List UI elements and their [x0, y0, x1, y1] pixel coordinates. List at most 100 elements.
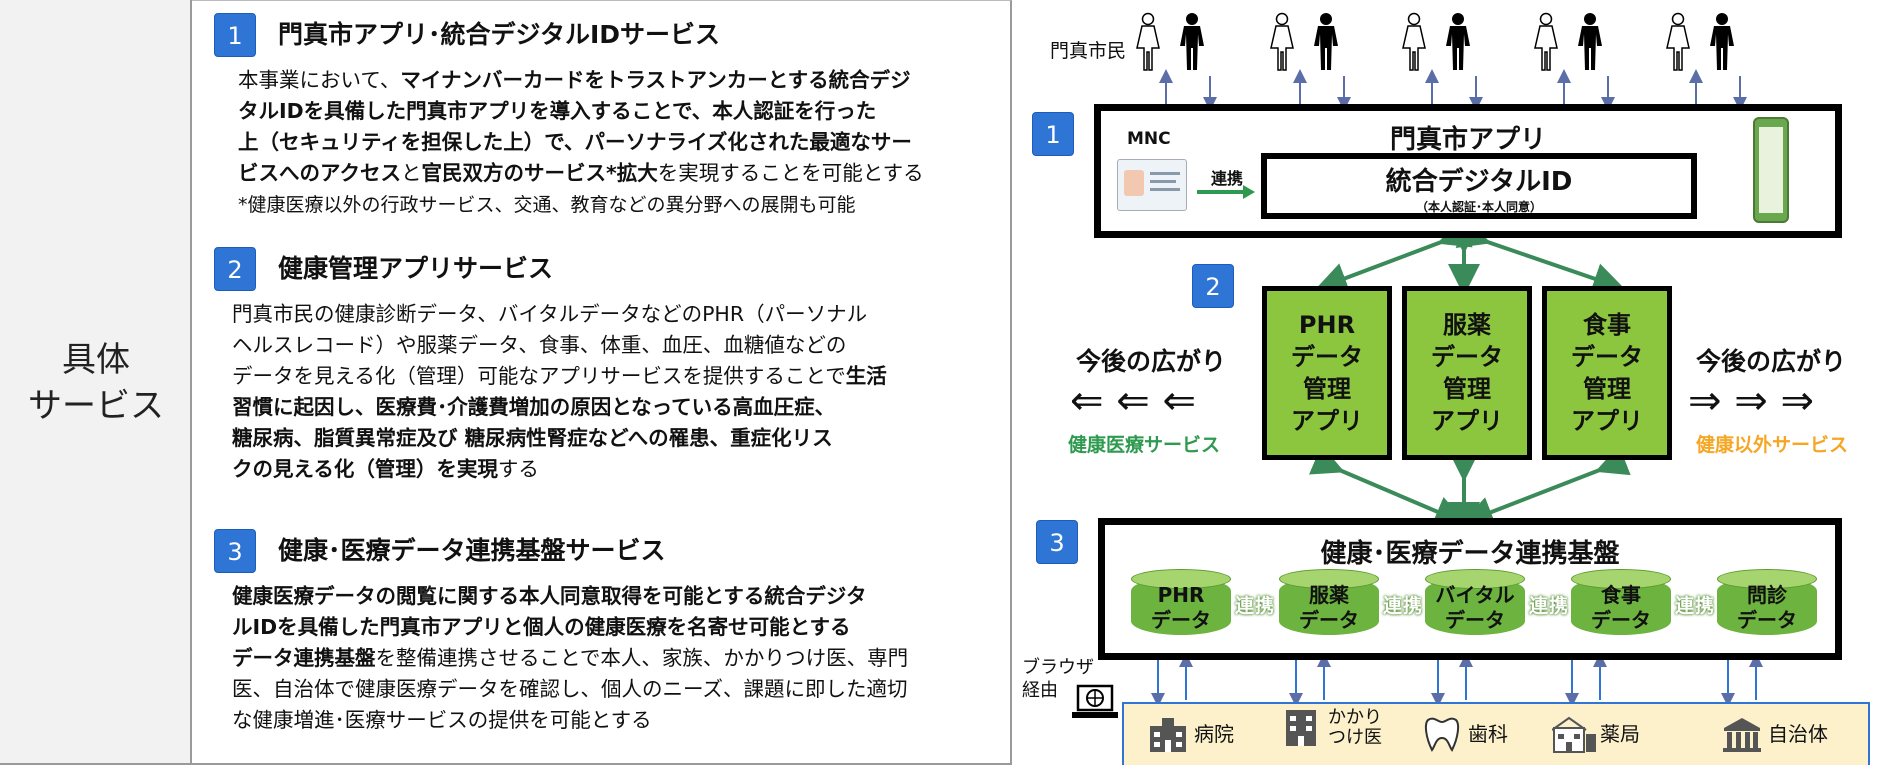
- section-1-line: *健康医療以外の行政サービス、交通、教育などの異分野への展開も可能: [238, 189, 1008, 221]
- facility-label-line: かかり: [1328, 707, 1382, 728]
- man-icon: [1314, 13, 1338, 70]
- right-future-subtitle: 健康以外サービス: [1696, 434, 1849, 456]
- integrated-digital-id-title: 統合デジタルID: [1385, 167, 1573, 197]
- text-segment: タルIDを具備した門真市アプリを導入することで、本人認証を行った: [238, 99, 877, 123]
- app-box-label: 管理: [1583, 375, 1631, 403]
- data-cylinder-5: 問診データ: [1717, 569, 1817, 641]
- facility-label: 薬局: [1600, 722, 1640, 746]
- left-future-subtitle: 健康医療サービス: [1068, 434, 1221, 456]
- smartphone-app-icon: [1753, 117, 1789, 223]
- app-box-label: PHR: [1298, 311, 1356, 339]
- app-box-label: アプリ: [1431, 407, 1503, 435]
- diagram-box3-number: 3: [1036, 520, 1078, 564]
- section-2-title: 健康管理アプリサービス: [278, 254, 554, 283]
- section-1-number: 1: [214, 13, 256, 57]
- diagram-box2-number: 2: [1192, 264, 1234, 308]
- tooth-icon: [1424, 717, 1460, 752]
- section-2-number: 2: [214, 247, 256, 291]
- text-segment: を整備連携させることで本人、家族、かかりつけ医、専門: [375, 646, 909, 670]
- man-icon: [1710, 13, 1734, 70]
- browser-label-line2: 経由: [1022, 680, 1058, 701]
- section-3-line: ルIDを具備した門真市アプリと個人の健康医療を名寄せ可能とする: [232, 612, 1007, 643]
- section-2-line: データを見える化（管理）可能なアプリサービスを提供することで生活: [232, 361, 1007, 392]
- text-segment: 生活: [845, 364, 887, 388]
- section-3-title: 健康･医療データ連携基盤サービス: [278, 536, 666, 565]
- data-cylinder-label-line: PHR: [1157, 583, 1205, 607]
- clinic-building-icon: [1286, 710, 1316, 746]
- facility-label-line: つけ医: [1328, 727, 1382, 748]
- mnc-label: MNC: [1127, 129, 1171, 149]
- section-3-line: データ連携基盤を整備連携させることで本人、家族、かかりつけ医、専門: [232, 643, 1007, 674]
- text-segment: データを見える化（管理）可能なアプリサービスを提供することで: [232, 364, 846, 388]
- integrated-digital-id-subtitle: （本人認証･本人同意）: [1415, 200, 1542, 214]
- section-3-line: 健康医療データの閲覧に関する本人同意取得を可能とする統合デジタ: [232, 581, 1007, 612]
- row-label-line2: サービス: [28, 386, 164, 426]
- text-segment: 上（セキュリティを担保した上）で、パーソナライズ化された最適なサー: [238, 130, 912, 154]
- section-2-line: クの見える化（管理）を実現する: [232, 454, 1007, 485]
- link-label: 連携: [1383, 595, 1424, 617]
- text-segment: 習慣に起因し、医療費･介護費増加の原因となっている高血圧症、: [232, 395, 836, 419]
- text-segment: 医、自治体で健康医療データを確認し、個人のニーズ、課題に即した適切: [232, 677, 908, 701]
- facility-5: 自治体: [1720, 714, 1828, 754]
- right-future-title: 今後の広がり: [1696, 347, 1847, 376]
- man-icon: [1180, 13, 1204, 70]
- section-1-title: 門真市アプリ･統合デジタルIDサービス: [278, 20, 721, 49]
- section-2-line: 習慣に起因し、医療費･介護費増加の原因となっている高血圧症、: [232, 392, 1007, 423]
- citizens-label: 門真市民: [1050, 40, 1127, 62]
- mynumber-card-icon: [1117, 159, 1187, 211]
- section-1-line: ビスへのアクセスと官民双方のサービス*拡大を実現することを可能とする: [238, 158, 1008, 189]
- text-segment: ビスへのアクセス: [238, 161, 401, 185]
- integrated-digital-id-box: 統合デジタルID （本人認証･本人同意）: [1261, 153, 1697, 219]
- text-segment: 糖尿病、脂質異常症及び 糖尿病性腎症などへの罹患、重症化リス: [232, 426, 833, 450]
- link-label: 連携: [1235, 595, 1276, 617]
- section-2-line: ヘルスレコード）や服薬データ、食事、体重、血圧、血糖値などの: [232, 330, 1007, 361]
- facility-label: 歯科: [1468, 722, 1508, 746]
- text-segment: データ連携基盤: [232, 646, 376, 670]
- app-box-3: 食事データ管理アプリ: [1542, 286, 1672, 460]
- text-segment: ルIDを具備した門真市アプリと個人の健康医療を名寄せ可能とする: [232, 615, 851, 639]
- text-segment: 本事業において、: [238, 68, 401, 92]
- facility-label: 自治体: [1768, 722, 1828, 746]
- service-description-panel: 1 門真市アプリ･統合デジタルIDサービス 本事業において、マイナンバーカードを…: [192, 0, 1012, 765]
- app-box-label: 管理: [1443, 375, 1491, 403]
- woman-outline-icon: [1136, 12, 1160, 71]
- facility-4: 薬局: [1552, 714, 1640, 754]
- text-segment: クの見える化（管理）を実現: [232, 457, 498, 481]
- row-label-cell: 具体 サービス: [0, 0, 192, 765]
- text-segment: 門真市民の健康診断データ、バイタルデータなどのPHR（パーソナル: [232, 302, 868, 326]
- left-future-title: 今後の広がり: [1076, 347, 1227, 376]
- man-icon: [1446, 13, 1470, 70]
- text-segment: *健康医療以外の行政サービス、交通、教育などの異分野への展開も可能: [238, 194, 856, 216]
- app-box-2: 服薬データ管理アプリ: [1402, 286, 1532, 460]
- data-cylinder-label-line: データ: [1299, 608, 1359, 632]
- data-cylinder-label: 問診データ: [1717, 583, 1817, 633]
- link-label: 連携: [1529, 595, 1570, 617]
- man-icon: [1578, 13, 1602, 70]
- connector-lines: [1151, 69, 1763, 707]
- app-box-label: アプリ: [1291, 407, 1363, 435]
- data-cylinder-label-line: 問診: [1747, 583, 1787, 607]
- facility-1: 病院: [1146, 714, 1234, 754]
- data-cylinder-label: 食事データ: [1571, 583, 1671, 633]
- text-segment: 官民双方のサービス*拡大: [421, 161, 658, 185]
- link-arrow-icon: [1197, 185, 1255, 199]
- app-box-label: 食事: [1583, 311, 1631, 339]
- data-cylinder-label-line: データ: [1737, 608, 1797, 632]
- link-label: 連携: [1211, 169, 1244, 188]
- facility-2: かかりつけ医: [1280, 708, 1382, 748]
- facility-3: 歯科: [1420, 714, 1508, 754]
- kadoma-app-box: 門真市アプリ MNC 連携 統合デジタルID （本人認証･本人同意）: [1094, 104, 1842, 238]
- section-1-line: タルIDを具備した門真市アプリを導入することで、本人認証を行った: [238, 96, 1008, 127]
- text-segment: な健康増進･医療サービスの提供を可能とする: [232, 708, 652, 732]
- text-segment: 健康医療データの閲覧に関する本人同意取得を可能とする統合デジタ: [232, 584, 867, 608]
- data-cylinder-label-line: データ: [1591, 608, 1651, 632]
- data-cylinder-label-line: バイタル: [1435, 583, 1515, 607]
- woman-outline-icon: [1666, 12, 1690, 71]
- text-segment: する: [497, 457, 539, 481]
- browser-label-line1: ブラウザ: [1022, 657, 1094, 678]
- row-label-line1: 具体: [62, 340, 130, 380]
- data-cylinder-label-line: 食事: [1601, 583, 1641, 607]
- kadoma-app-title: 門真市アプリ: [1389, 125, 1546, 155]
